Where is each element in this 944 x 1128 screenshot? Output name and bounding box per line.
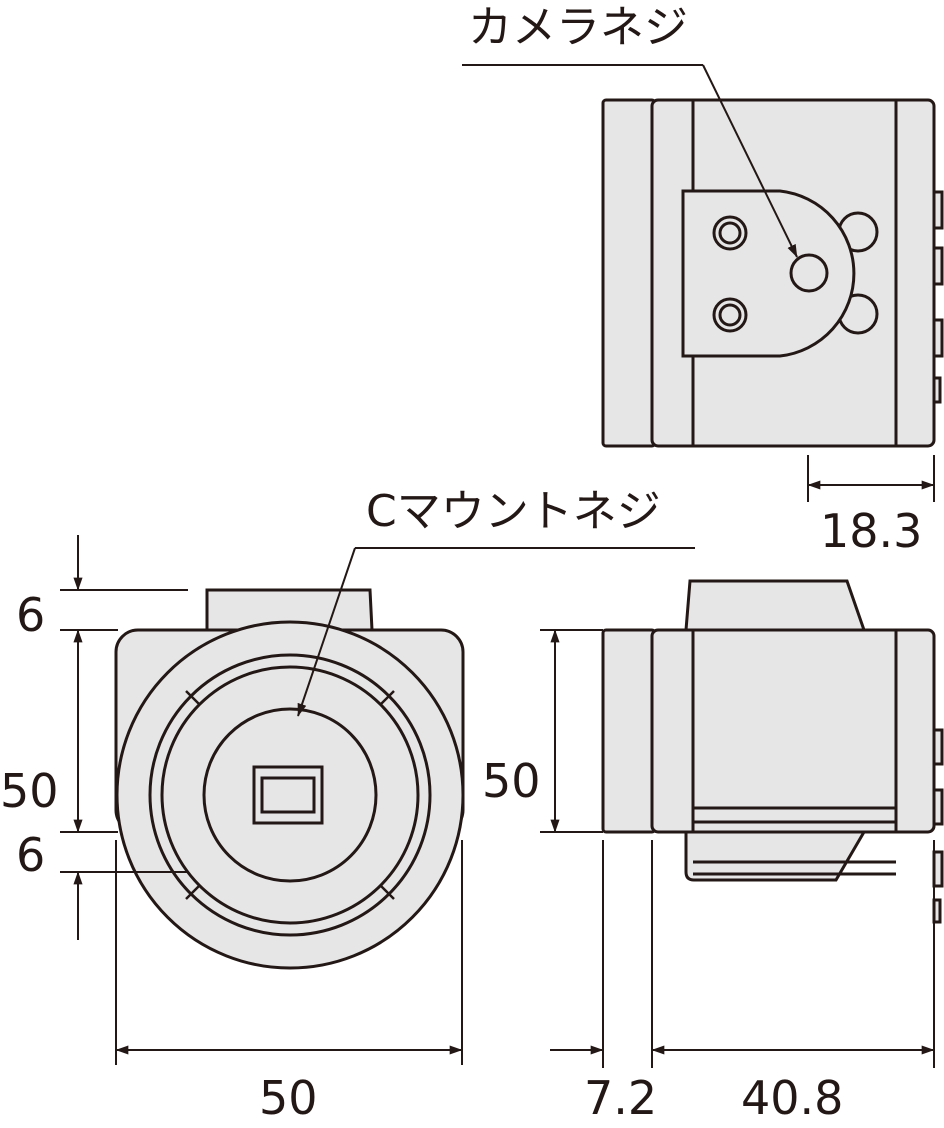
front-view [114, 588, 465, 970]
dim-screw-offset: 18.3 [820, 504, 923, 558]
camera-screw-label: カメラネジ [468, 2, 688, 53]
camera-screw-leader [702, 64, 798, 258]
dim-front-height: 50 [0, 764, 59, 818]
dim-front-width: 50 [259, 1071, 318, 1125]
dim-body-depth: 40.8 [741, 1071, 844, 1125]
dim-bottom-margin: 6 [16, 828, 46, 882]
dim-side-height: 50 [482, 754, 541, 808]
top-view [601, 98, 944, 448]
dim-top-margin: 6 [16, 588, 46, 642]
side-view [601, 579, 944, 924]
c-mount-screw-label: Cマウントネジ [366, 486, 661, 537]
c-mount-leader [297, 547, 356, 717]
camera-screw-hole [789, 253, 829, 293]
dim-front-depth: 7.2 [584, 1071, 658, 1125]
